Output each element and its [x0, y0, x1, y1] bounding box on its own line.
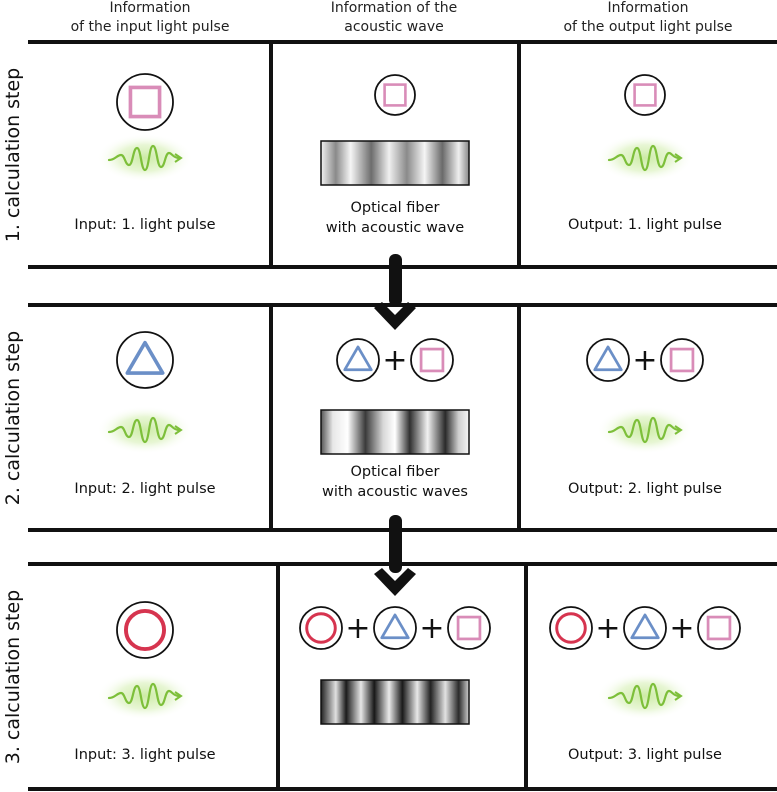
light-pulse-wave-icon: [97, 672, 193, 720]
pink-square-symbol-icon: [374, 74, 416, 116]
red-circle-symbol-icon: [116, 601, 174, 659]
light-pulse-wave-icon: [97, 134, 193, 182]
pink-square-symbol-icon: [410, 338, 454, 382]
column-header-output-line1: Information: [607, 0, 688, 16]
light-pulse-wave-icon: [597, 134, 693, 182]
plus-sign: +: [595, 611, 620, 646]
optical-fiber-acoustic-wave-icon: [320, 140, 470, 186]
blue-triangle-symbol-icon: [336, 338, 380, 382]
step-1-input-label: Input: 1. light pulse: [74, 217, 215, 233]
red-circle-symbol-icon: [549, 606, 593, 650]
down-arrow-icon: [374, 254, 416, 330]
step-2-fiber-label-line1: Optical fiber: [350, 464, 439, 480]
step-2-fiber-label-line2: with acoustic waves: [322, 484, 468, 500]
pink-square-symbol-icon: [116, 73, 174, 131]
step-2-output-label: Output: 2. light pulse: [568, 481, 722, 497]
step-1-fiber-label-line2: with acoustic wave: [326, 220, 464, 236]
column-header-input-line1: Information: [109, 0, 190, 16]
step-3-input-label: Input: 3. light pulse: [74, 747, 215, 763]
light-pulse-wave-icon: [597, 672, 693, 720]
red-circle-symbol-icon: [299, 606, 343, 650]
pink-square-symbol-icon: [624, 74, 666, 116]
light-pulse-wave-icon: [97, 406, 193, 454]
plus-sign: +: [669, 611, 694, 646]
step-1-side-label: 1. calculation step: [2, 68, 24, 242]
blue-triangle-symbol-icon: [623, 606, 667, 650]
column-header-acoustic-line1: Information of the: [331, 0, 457, 16]
plus-sign: +: [382, 343, 407, 378]
step-1-output-label: Output: 1. light pulse: [568, 217, 722, 233]
blue-triangle-symbol-icon: [373, 606, 417, 650]
down-arrow-icon: [374, 515, 416, 596]
step-3-output-label: Output: 3. light pulse: [568, 747, 722, 763]
plus-sign: +: [632, 343, 657, 378]
step-1-frame: [28, 40, 777, 269]
plus-sign: +: [419, 611, 444, 646]
step-3-side-label: 3. calculation step: [2, 590, 24, 764]
plus-sign: +: [345, 611, 370, 646]
column-header-acoustic-line2: acoustic wave: [344, 19, 443, 35]
step-2-frame: [28, 303, 777, 532]
optical-fiber-acoustic-wave-icon: [320, 679, 470, 725]
step-2-input-label: Input: 2. light pulse: [74, 481, 215, 497]
column-header-output-line2: of the output light pulse: [563, 19, 732, 35]
step-2-side-label: 2. calculation step: [2, 331, 24, 505]
symbols-layer: + + + + + +: [116, 73, 741, 659]
column-header-input-line2: of the input light pulse: [71, 19, 230, 35]
pink-square-symbol-icon: [697, 606, 741, 650]
blue-triangle-symbol-icon: [116, 331, 174, 389]
optical-fiber-acoustic-wave-icon: [320, 409, 470, 455]
step-3-frame: [28, 562, 777, 791]
step-1-fiber-label-line1: Optical fiber: [350, 200, 439, 216]
pink-square-symbol-icon: [660, 338, 704, 382]
pink-square-symbol-icon: [447, 606, 491, 650]
blue-triangle-symbol-icon: [586, 338, 630, 382]
light-pulse-wave-icon: [597, 406, 693, 454]
